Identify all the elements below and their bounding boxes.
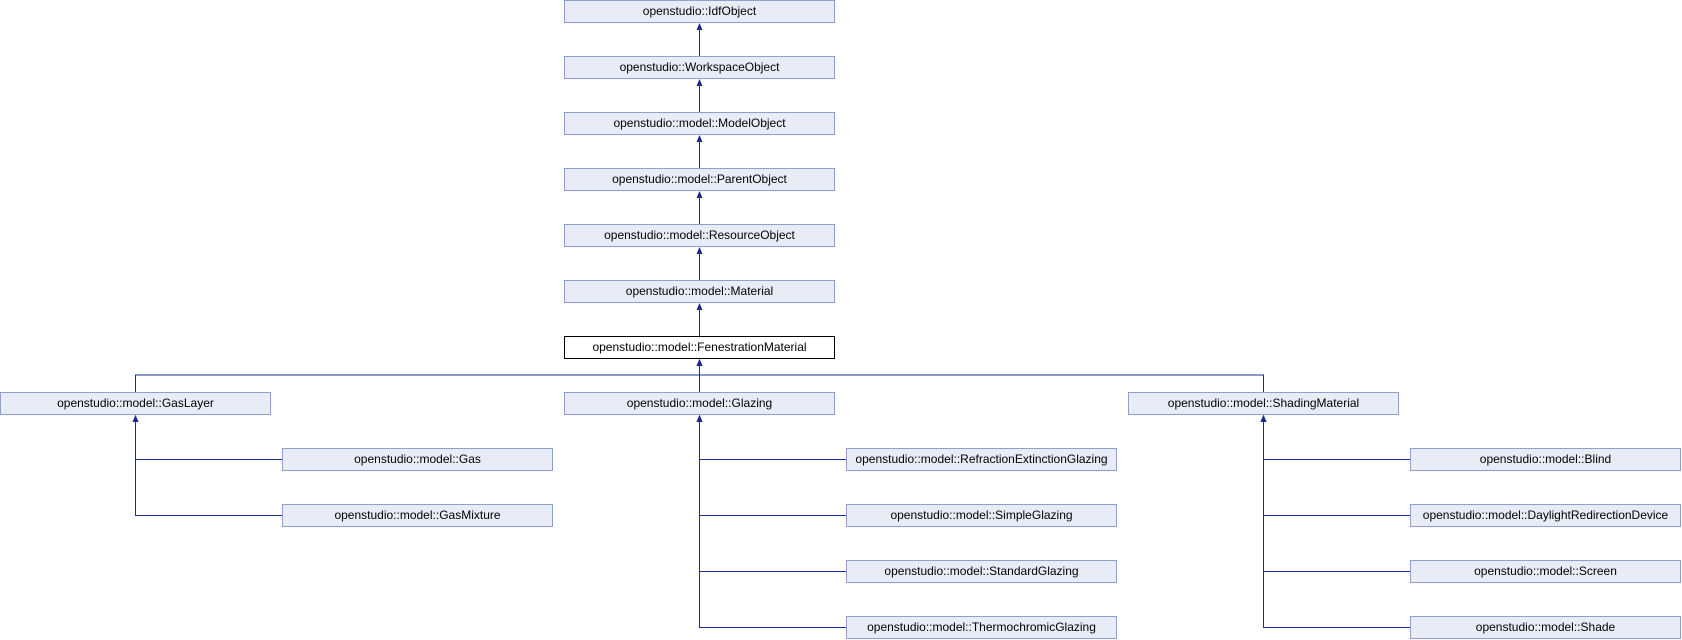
edge-gas-layer-to-fenestration-material	[135, 364, 700, 392]
edge-blind-to-shading-material	[1263, 420, 1410, 460]
edge-thermochromic-glazing-to-glazing	[699, 420, 846, 628]
edge-gas-mixture-to-gas-layer	[135, 420, 282, 516]
arrowhead-fenestration-material-to-material	[696, 303, 703, 310]
edge-daylight-redirection-device-to-shading-material	[1263, 420, 1410, 516]
edge-standard-glazing-to-glazing	[699, 420, 846, 572]
node-workspace-object[interactable]: openstudio::WorkspaceObject	[564, 56, 835, 79]
arrowhead-resource-object-to-parent-object	[696, 191, 703, 198]
node-gas-layer[interactable]: openstudio::model::GasLayer	[0, 392, 271, 415]
node-refraction-extinction-glazing[interactable]: openstudio::model::RefractionExtinctionG…	[846, 448, 1117, 471]
node-parent-object[interactable]: openstudio::model::ParentObject	[564, 168, 835, 191]
edge-gas-to-gas-layer	[135, 420, 282, 460]
edge-screen-to-shading-material	[1263, 420, 1410, 572]
node-fenestration-material-current: openstudio::model::FenestrationMaterial	[564, 336, 835, 359]
node-daylight-redirection-device[interactable]: openstudio::model::DaylightRedirectionDe…	[1410, 504, 1681, 527]
node-glazing[interactable]: openstudio::model::Glazing	[564, 392, 835, 415]
node-gas[interactable]: openstudio::model::Gas	[282, 448, 553, 471]
arrowhead-shading-material-to-fenestration-material	[696, 359, 703, 366]
arrowhead-thermochromic-glazing-to-glazing	[696, 415, 703, 422]
edge-shading-material-to-fenestration-material	[699, 364, 1264, 392]
node-thermochromic-glazing[interactable]: openstudio::model::ThermochromicGlazing	[846, 616, 1117, 639]
arrowhead-model-object-to-workspace-object	[696, 79, 703, 86]
node-gas-mixture[interactable]: openstudio::model::GasMixture	[282, 504, 553, 527]
node-standard-glazing[interactable]: openstudio::model::StandardGlazing	[846, 560, 1117, 583]
node-simple-glazing[interactable]: openstudio::model::SimpleGlazing	[846, 504, 1117, 527]
arrowhead-shade-to-shading-material	[1260, 415, 1267, 422]
node-shade[interactable]: openstudio::model::Shade	[1410, 616, 1681, 639]
arrowhead-parent-object-to-model-object	[696, 135, 703, 142]
arrowhead-gas-mixture-to-gas-layer	[132, 415, 139, 422]
arrowhead-material-to-resource-object	[696, 247, 703, 254]
edge-refraction-extinction-glazing-to-glazing	[699, 420, 846, 460]
node-screen[interactable]: openstudio::model::Screen	[1410, 560, 1681, 583]
arrowhead-workspace-object-to-idf-object	[696, 23, 703, 30]
node-blind[interactable]: openstudio::model::Blind	[1410, 448, 1681, 471]
node-idf-object[interactable]: openstudio::IdfObject	[564, 0, 835, 23]
node-material[interactable]: openstudio::model::Material	[564, 280, 835, 303]
edge-shade-to-shading-material	[1263, 420, 1410, 628]
edge-simple-glazing-to-glazing	[699, 420, 846, 516]
node-resource-object[interactable]: openstudio::model::ResourceObject	[564, 224, 835, 247]
node-model-object[interactable]: openstudio::model::ModelObject	[564, 112, 835, 135]
node-shading-material[interactable]: openstudio::model::ShadingMaterial	[1128, 392, 1399, 415]
